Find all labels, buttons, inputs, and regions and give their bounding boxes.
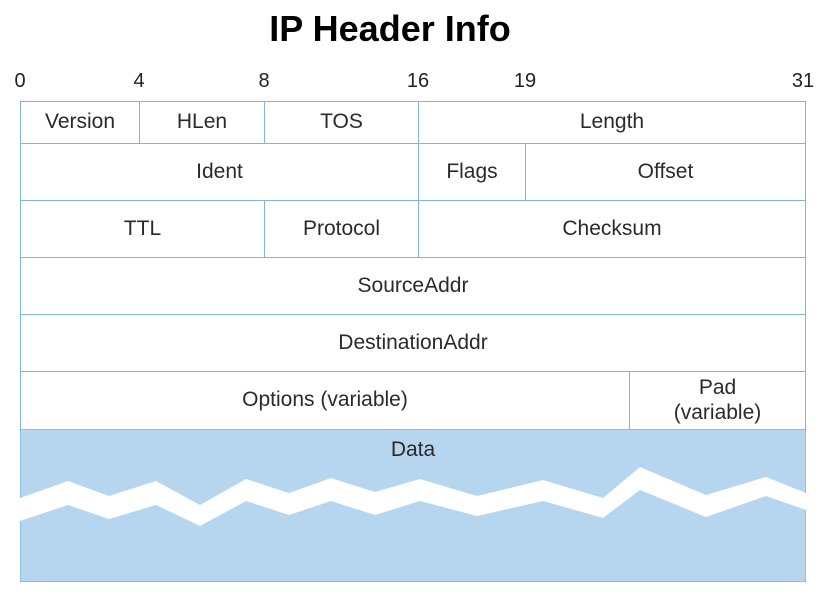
diagram-title: IP Header Info (269, 8, 511, 49)
field-checksum: Checksum (418, 200, 806, 258)
field-destination-addr: DestinationAddr (20, 314, 806, 372)
field-offset: Offset (525, 143, 806, 201)
field-tos: TOS (264, 101, 419, 144)
bit-tick-19: 19 (513, 70, 537, 92)
data-area (20, 429, 806, 582)
field-ttl: TTL (20, 200, 265, 258)
field-length: Length (418, 101, 806, 144)
bit-tick-16: 16 (406, 70, 430, 92)
field-options: Options (variable) (20, 371, 630, 430)
field-ident: Ident (20, 143, 419, 201)
field-hlen: HLen (139, 101, 265, 144)
bit-tick-0: 0 (14, 70, 26, 92)
bit-tick-4: 4 (133, 70, 145, 92)
field-pad: Pad (variable) (629, 371, 806, 430)
bit-tick-8: 8 (258, 70, 270, 92)
data-label: Data (390, 438, 436, 461)
field-flags: Flags (418, 143, 526, 201)
zigzag-break (20, 467, 806, 526)
bit-tick-31: 31 (791, 70, 815, 92)
field-source-addr: SourceAddr (20, 257, 806, 315)
field-protocol: Protocol (264, 200, 419, 258)
field-version: Version (20, 101, 140, 144)
